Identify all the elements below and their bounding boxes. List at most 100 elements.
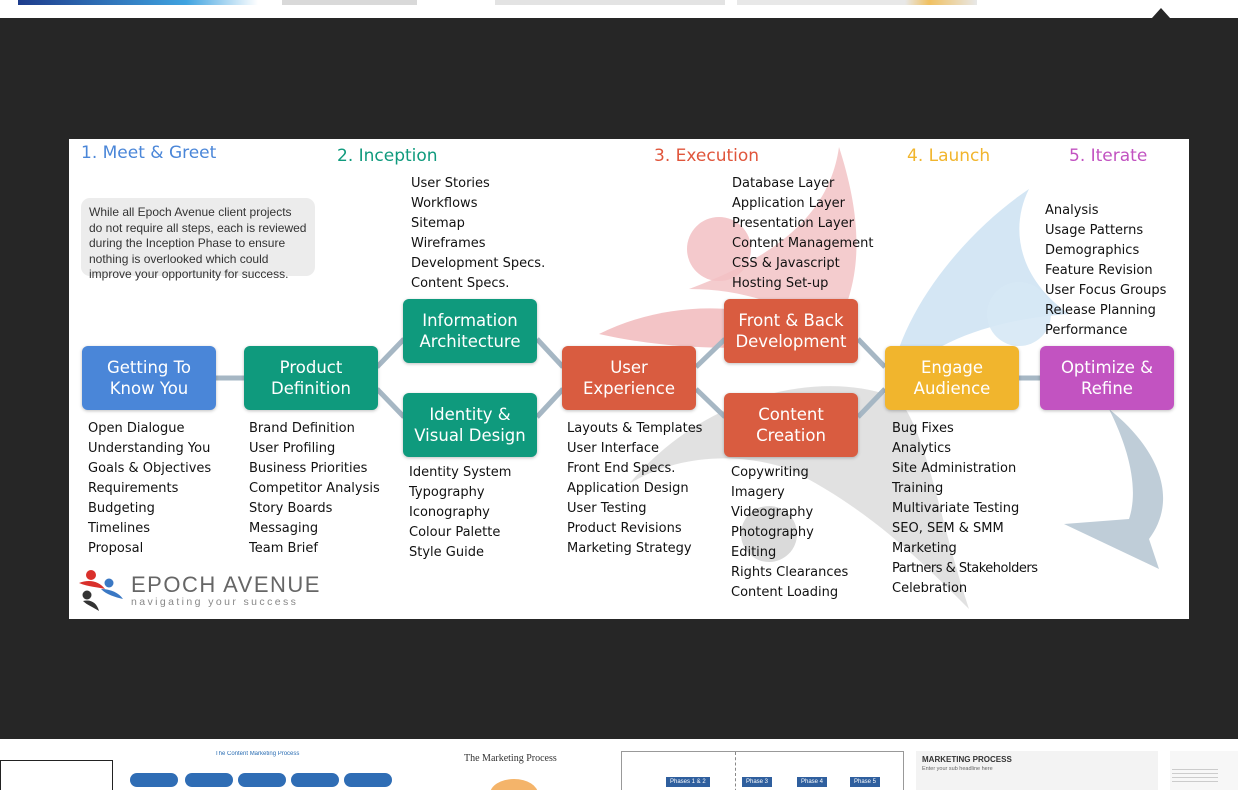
connector-lines [214,337,1041,419]
logo-name: EPOCH AVENUE [131,572,321,597]
thumb-title: The Marketing Process [464,753,557,764]
phase-title-launch: 4. Launch [907,146,991,166]
top-thumbnail-2[interactable] [282,0,417,5]
stage-line: Engage [920,358,984,377]
list-engage-audience: Bug Fixes Analytics Site Administration … [892,419,1038,599]
stage-line: Information [422,311,518,330]
stage-getting-to-know-you: Getting To Know You [82,346,216,410]
thumbnail-content-marketing-process[interactable]: The Content Marketing Process [125,751,395,790]
thumb-pill [185,773,233,787]
list-front-back-development: Database Layer Application Layer Present… [732,174,873,294]
list-item: Analytics [892,441,952,456]
list-item: Goals & Objectives [88,461,212,476]
list-item: Analysis [1045,203,1099,218]
top-thumbnail-3[interactable] [495,0,725,5]
thumbnail-marketing-process[interactable]: The Marketing Process [440,751,590,790]
stage-line: Audience [913,379,991,398]
list-item: Application Layer [732,196,846,211]
thumbnail-phases[interactable]: Phases 1 & 2 Phase 3 Phase 4 Phase 5 [621,751,904,790]
list-item: Colour Palette [409,525,501,540]
top-thumbnail-4[interactable] [737,0,977,5]
list-item: User Focus Groups [1045,283,1167,298]
list-item: Content Specs. [411,276,510,291]
thumbnail-marketing-process-template[interactable]: MARKETING PROCESS Enter your sub headlin… [916,751,1158,790]
stage-line: Visual Design [414,426,526,445]
list-item: Celebration [892,581,968,596]
list-item: Iconography [409,505,490,520]
list-information-architecture: User Stories Workflows Sitemap Wireframe… [411,174,545,294]
phase-title-execution: 3. Execution [654,146,760,166]
list-item: Understanding You [88,441,211,456]
list-item: SEO, SEM & SMM [892,521,1004,536]
stage-line: Creation [756,426,826,445]
list-item: Requirements [88,481,179,496]
list-item: Brand Definition [249,421,355,436]
top-thumbnail-1[interactable] [18,0,258,5]
red-head [687,217,751,281]
stage-line: Optimize & [1060,358,1154,377]
list-item: Style Guide [409,545,484,560]
thumb-circle [490,779,538,790]
info-note: While all Epoch Avenue client projects d… [81,198,315,281]
list-item: Marketing Strategy [567,541,692,556]
list-item: Wireframes [411,236,486,251]
list-item: Imagery [731,485,785,500]
logo-figures-icon [79,570,123,611]
phase-title-meet-greet: 1. Meet & Greet [81,143,217,163]
list-item: Partners & Stakeholders [892,561,1038,576]
list-item: Content Management [732,236,874,251]
list-item: Open Dialogue [88,421,185,436]
stage-line: Architecture [419,332,521,351]
list-item: Layouts & Templates [567,421,703,436]
list-item: Content Loading [731,585,839,600]
list-item: Feature Revision [1045,263,1153,278]
thumbnail-last[interactable] [1170,751,1238,790]
thumb-pill [344,773,392,787]
list-item: Story Boards [249,501,333,516]
list-item: Workflows [411,196,478,211]
list-item: Business Priorities [249,461,368,476]
list-item: Front End Specs. [567,461,676,476]
list-item: Photography [731,525,814,540]
thumb-phase-label: Phase 4 [797,777,828,787]
list-user-experience: Layouts & Templates User Interface Front… [567,419,702,559]
list-item: Typography [409,485,485,500]
red-swoosh [689,147,857,339]
stage-line: Getting To [106,358,191,377]
stage-line: Content [758,405,824,424]
list-item: Database Layer [732,176,835,191]
list-item: CSS & Javascript [732,256,840,271]
thumb-divider [735,752,736,790]
list-item: Team Brief [249,541,318,556]
process-infographic[interactable]: 1. Meet & Greet 2. Inception 3. Executio… [69,139,1189,619]
stage-line: Refine [1081,379,1133,398]
list-product-definition: Brand Definition User Profiling Business… [249,419,380,559]
list-item: Identity System [409,465,512,480]
list-item: Proposal [88,541,144,556]
stage-line: Know You [109,379,189,398]
list-item: Performance [1045,323,1128,338]
list-item: Budgeting [88,501,155,516]
list-optimize-refine: Analysis Usage Patterns Demographics Fea… [1045,201,1166,341]
thumb-pill [130,773,178,787]
list-item: Competitor Analysis [249,481,380,496]
thumb-lines [1172,769,1218,785]
list-item: Training [892,481,944,496]
thumbnail-selected[interactable] [0,760,113,790]
stage-line: Development [735,332,847,351]
stage-line: Front & Back [738,311,844,330]
list-item: Demographics [1045,243,1140,258]
list-identity-visual-design: Identity System Typography Iconography C… [409,463,511,563]
list-item: Product Revisions [567,521,682,536]
list-item: Videography [731,505,814,520]
thumb-phase-label: Phase 3 [742,777,773,787]
list-item: Application Design [567,481,689,496]
list-item: Rights Clearances [731,565,849,580]
list-getting-to-know-you: Open Dialogue Understanding You Goals & … [88,419,211,559]
thumb-subtitle: Enter your sub headline here [922,766,993,772]
list-item: Presentation Layer [732,216,855,231]
